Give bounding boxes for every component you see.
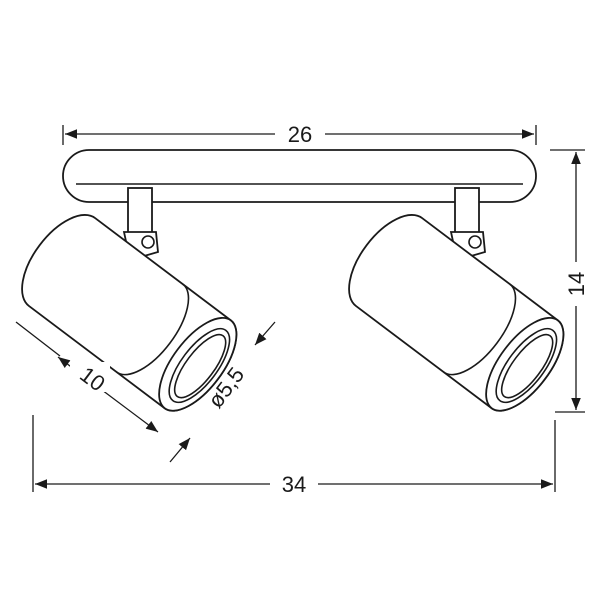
width-label: 26 [288, 122, 312, 147]
dimension-total-width: 34 [32, 415, 556, 497]
dimension-width: 26 [62, 122, 537, 147]
total-width-label: 34 [282, 472, 306, 497]
height-label: 14 [564, 272, 589, 296]
ceiling-plate [62, 149, 537, 203]
right-spotlight [332, 187, 579, 425]
dimension-length: 10 [15, 321, 159, 433]
dimension-height: 14 [550, 149, 589, 413]
